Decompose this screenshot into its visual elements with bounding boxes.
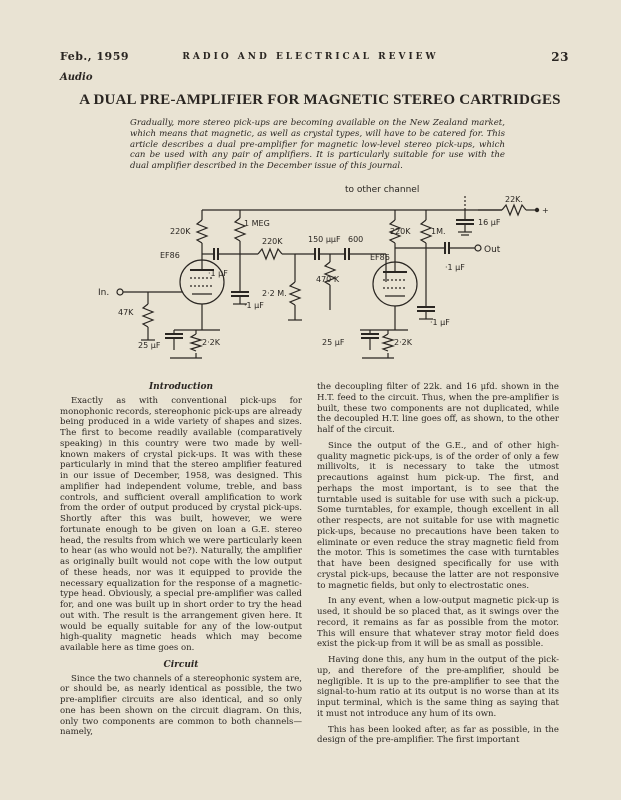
plate-resistor-220k-3 xyxy=(388,219,402,244)
journal-title: RADIO AND ELECTRICAL REVIEW xyxy=(182,52,439,62)
label-ef86-1: EF86 xyxy=(160,251,180,260)
body-paragraph: Having done this, any hum in the output … xyxy=(317,655,559,719)
circuit-diagram: to other channel 22K. + 16 μF 220K 1 MEG… xyxy=(98,185,549,359)
label-r-47k: 47K xyxy=(118,308,134,317)
label-c-01-2: ·1 μF xyxy=(244,301,264,310)
screen-resistor-1meg xyxy=(233,217,247,242)
cathode-resistor-2-2k-1 xyxy=(188,333,204,352)
body-paragraph: Since the output of the G.E., and of oth… xyxy=(317,440,559,591)
label-r-470k: 470 K xyxy=(316,275,340,284)
plate-resistor-220k-1 xyxy=(195,219,209,244)
page-number: 23 xyxy=(551,50,569,64)
label-c-01-1: ·1 μF xyxy=(208,269,228,278)
body-paragraph: In any event, when a low-output magnetic… xyxy=(317,596,559,650)
label-to-other-channel: to other channel xyxy=(345,185,419,195)
grid-resistor-47k xyxy=(141,303,155,328)
introduction-paragraph: Exactly as with conventional pick-ups fo… xyxy=(60,395,302,653)
circuit-heading: Circuit xyxy=(163,659,199,670)
label-r-1meg: 1 MEG xyxy=(244,219,270,228)
decoupling-resistor-22k xyxy=(501,203,527,217)
body-paragraph: This has been looked after, as far as po… xyxy=(317,724,559,746)
introduction-heading: Introduction xyxy=(148,382,214,392)
label-c-25uf-1: 25 μF xyxy=(138,341,161,350)
label-r-22k-1: 2·2K xyxy=(202,338,221,347)
screen-resistor-1m xyxy=(419,219,433,244)
resistor-470k xyxy=(323,261,337,286)
label-out: Out xyxy=(484,245,501,255)
cathode-resistor-2-2k-2 xyxy=(380,333,396,352)
label-r-600: 600 xyxy=(348,235,363,244)
label-r-22k-2: 2·2K xyxy=(394,338,413,347)
label-r-1m: 1M. xyxy=(431,227,446,236)
label-c-01-out: ·1 μF xyxy=(445,263,465,272)
label-in: In. xyxy=(98,288,109,298)
body-paragraph: the decoupling filter of 22k. and 16 μfd… xyxy=(317,382,559,435)
circuit-paragraph: Since the two channels of a stereophonic… xyxy=(60,673,303,738)
label-plus: + xyxy=(542,206,549,215)
left-column: Introduction Exactly as with conventiona… xyxy=(60,382,302,743)
section-label: Audio xyxy=(60,72,93,83)
label-ef86-2: EF86 xyxy=(370,253,390,262)
label-r-22m: 2·2 M. xyxy=(262,289,287,298)
feedback-resistor-220k-2 xyxy=(257,247,283,261)
label-r-220k-2: 220K xyxy=(262,237,283,246)
label-c-150pf: 150 μμF xyxy=(308,235,341,244)
label-r-220k-3: 220K xyxy=(390,227,411,236)
label-r-22k-top: 22K. xyxy=(505,195,523,204)
issue-date: Feb., 1959 xyxy=(60,50,130,63)
label-r-220k-1: 220K xyxy=(170,227,191,236)
article-standfirst: Gradually, more stereo pick-ups are beco… xyxy=(130,118,505,172)
resistor-2-2m xyxy=(288,281,302,306)
label-c-16uf: 16 μF xyxy=(478,218,501,227)
label-c-01-3: ·1 μF xyxy=(430,318,450,327)
right-column: the decoupling filter of 22k. and 16 μfd… xyxy=(317,382,559,751)
label-c-25uf-2: 25 μF xyxy=(322,338,345,347)
article-title: A DUAL PRE-AMPLIFIER FOR MAGNETIC STEREO… xyxy=(79,92,561,108)
